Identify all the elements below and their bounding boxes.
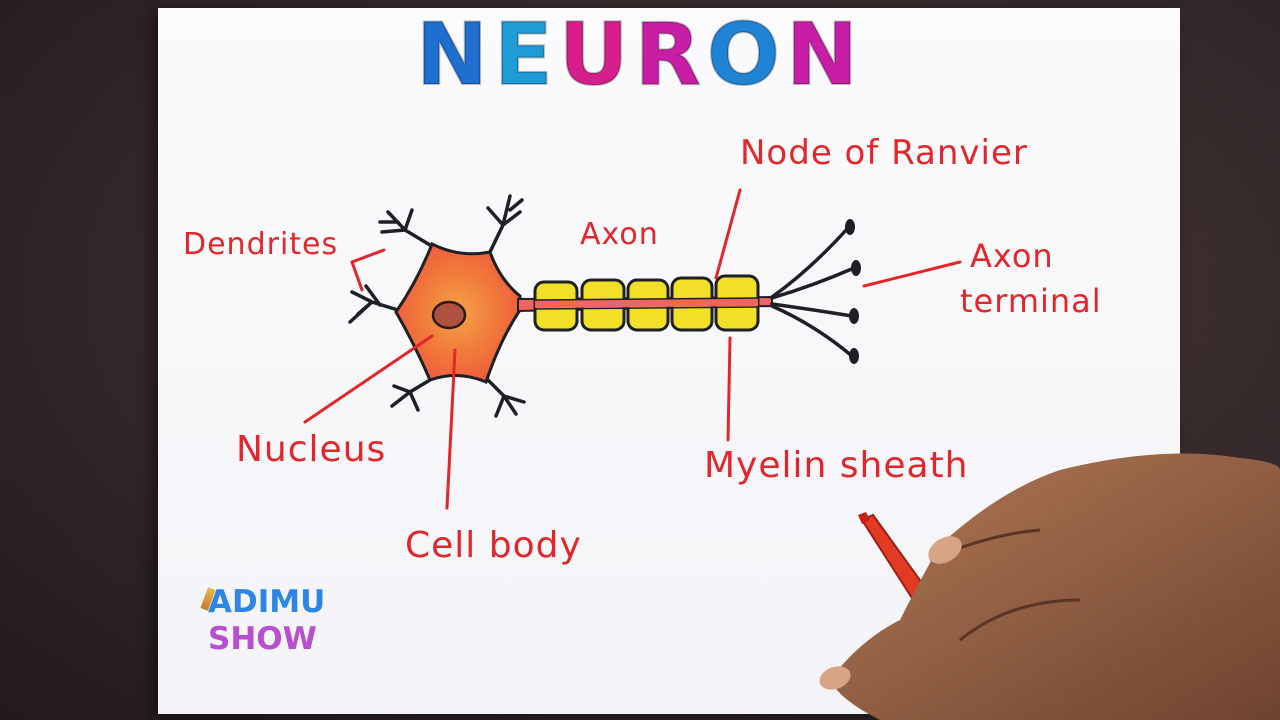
label-axon-terminal-line2: terminal [960, 282, 1102, 320]
title-letter: N [785, 5, 864, 105]
axon-terminal-drawing [770, 226, 856, 358]
watermark-line2: SHOW [208, 621, 317, 657]
watermark-logo: ADIMU SHOW [208, 584, 325, 658]
label-myelin-sheath: Myelin sheath [704, 445, 969, 486]
title-letter: O [706, 5, 786, 105]
label-axon: Axon [580, 217, 659, 252]
watermark-line1: ADIMU [208, 584, 326, 620]
label-nucleus: Nucleus [236, 429, 387, 470]
title-letter: N [415, 5, 495, 105]
label-axon-terminal-line1: Axon [970, 237, 1054, 275]
title-letter: R [634, 5, 707, 105]
pointer-lines [303, 188, 962, 510]
diagram-title: NEURON [0, 5, 1280, 105]
nucleus-shape [431, 300, 467, 330]
label-cell-body: Cell body [405, 525, 582, 566]
dendrites-drawing [348, 194, 526, 418]
label-node-of-ranvier: Node of Ranvier [740, 133, 1028, 173]
label-dendrites: Dendrites [183, 227, 339, 262]
hand-with-marker [819, 453, 1280, 720]
title-letter: E [493, 5, 559, 105]
title-letter: U [558, 5, 635, 105]
